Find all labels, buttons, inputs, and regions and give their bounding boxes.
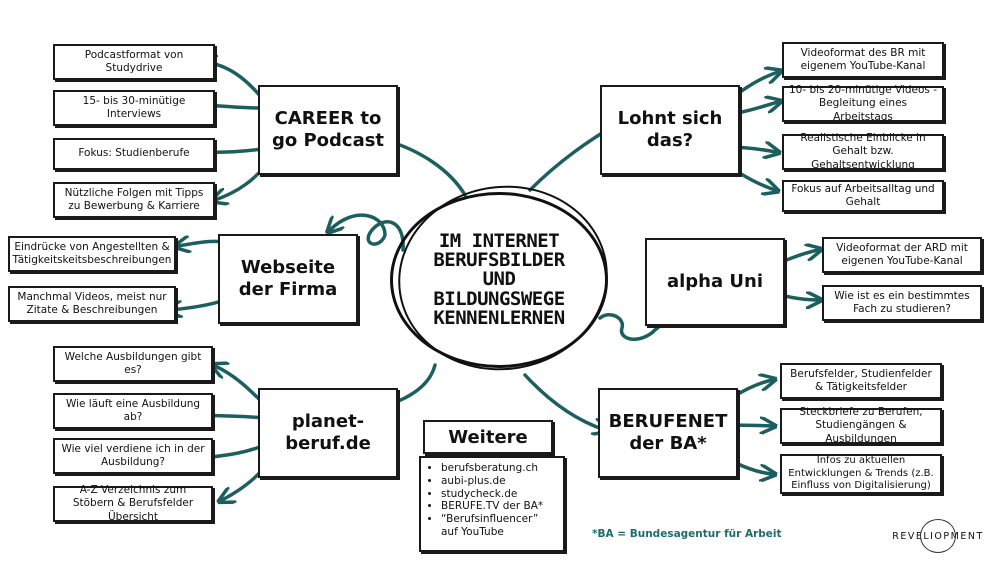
topic-title-line: alpha Uni — [666, 271, 764, 293]
weitere-item: “Berufsinfluencer” auf YouTube — [441, 513, 557, 539]
topic-planet-beruf: planet-beruf.de — [258, 388, 398, 478]
center-line: KENNENLERNEN — [433, 307, 565, 330]
footnote: *BA = Bundesagentur für Arbeit — [592, 528, 782, 540]
weitere-item: studycheck.de — [441, 488, 557, 501]
topic-title-line: das? — [646, 130, 694, 151]
lohnt-item-3: Realistische Einblicke in Gehalt bzw. Ge… — [782, 132, 944, 171]
logo-ring-icon — [920, 519, 956, 553]
career-item-3: Fokus: Studienberufe — [53, 138, 215, 170]
berufenet-item-3: Infos zu aktuellen Entwicklungen & Trend… — [780, 454, 942, 494]
lohnt-item-1: Videoformat des BR mit eigenem YouTube-K… — [782, 42, 944, 78]
career-item-2: 15- bis 30-minütige Interviews — [53, 90, 215, 126]
center-line: IM INTERNET — [438, 229, 560, 252]
career-item-4: Nützliche Folgen mit Tipps zu Bewerbung … — [53, 182, 215, 218]
topic-title-line: der BA* — [629, 433, 707, 454]
center-line: BILDUNGSWEGE — [433, 287, 565, 310]
topic-title-line: planet- — [291, 411, 365, 433]
lohnt-item-2: 10- bis 20-minütige Videos - Begleitung … — [782, 84, 944, 123]
alpha-item-2: Wie ist es ein bestimmtes Fach zu studie… — [822, 285, 982, 321]
weitere-item: aubi-plus.de — [441, 475, 557, 488]
planet-item-1: Welche Ausbildungen gibt es? — [53, 346, 213, 382]
topic-title-line: go Podcast — [271, 130, 385, 151]
topic-title-line: beruf.de — [285, 433, 371, 454]
planet-item-3: Wie viel verdiene ich in der Ausbildung? — [53, 438, 213, 474]
center-line: BERUFSBILDER — [433, 248, 565, 271]
topic-title-line: BERUFENET — [608, 411, 728, 433]
lohnt-item-4: Fokus auf Arbeitsalltag und Gehalt — [782, 180, 944, 212]
topic-title-line: der Firma — [238, 279, 338, 300]
planet-item-4: A-Z Verzeichnis zum Stöbern & Berufsfeld… — [53, 484, 213, 523]
central-topic: IM INTERNET BERUFSBILDER UND BILDUNGSWEG… — [390, 192, 608, 368]
berufenet-item-2: Steckbriefe zu Berufen, Studiengängen & … — [780, 406, 942, 445]
brand-logo: REVELIOPMENT — [892, 530, 984, 542]
firma-item-2: Manchmal Videos, meist nur Zitate & Besc… — [8, 286, 176, 322]
topic-title-line: CAREER to — [274, 108, 382, 130]
topic-title-line: Lohnt sich — [617, 108, 723, 130]
weitere-list: berufsberatung.ch aubi-plus.de studychec… — [419, 456, 565, 552]
weitere-title: Weitere — [423, 420, 553, 454]
alpha-item-1: Videoformat der ARD mit eigenen YouTube-… — [822, 237, 982, 273]
firma-item-1: Eindrücke von Angestellten & Tätigkeitsk… — [8, 236, 176, 272]
topic-alpha-uni: alpha Uni — [645, 238, 785, 326]
planet-item-2: Wie läuft eine Ausbildung ab? — [53, 393, 213, 429]
center-line: UND — [482, 268, 516, 291]
berufenet-item-1: Berufsfelder, Studienfelder & Tätigkeits… — [780, 363, 942, 399]
weitere-item: BERUFE.TV der BA* — [441, 500, 557, 513]
weitere-item: berufsberatung.ch — [441, 462, 557, 475]
career-item-1: Podcastformat von Studydrive — [53, 44, 215, 80]
topic-title-line: Webseite — [240, 257, 336, 279]
